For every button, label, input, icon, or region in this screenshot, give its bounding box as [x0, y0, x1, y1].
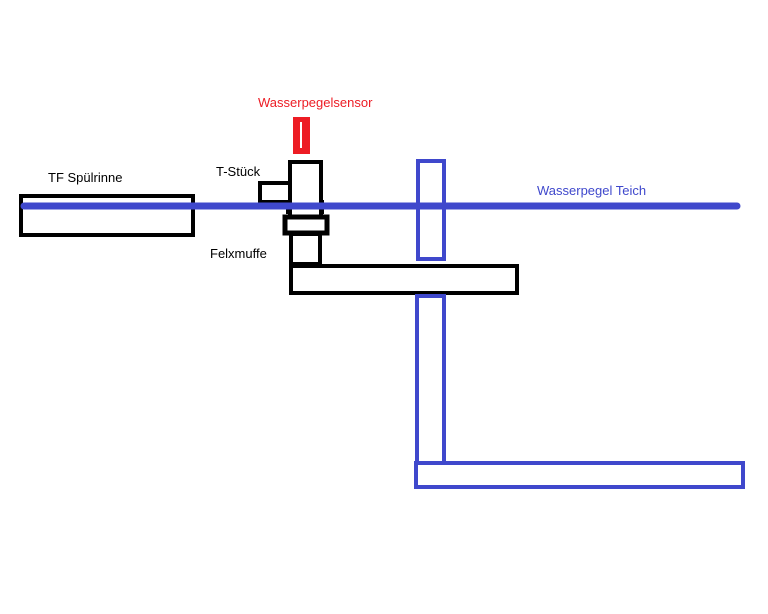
spuelrinne-label: TF Spülrinne: [48, 170, 123, 185]
horizontal-pipe: [289, 264, 519, 295]
lower-connector: [289, 232, 322, 266]
sensor-label: Wasserpegelsensor: [258, 95, 373, 110]
t-piece-branch: [258, 181, 292, 204]
pond-upper-post: [416, 159, 446, 261]
flex-coupling-label: Felxmuffe: [210, 246, 267, 261]
flex-coupling: [282, 214, 330, 236]
spuelrinne-box: [19, 194, 195, 237]
pond-water-level-label: Wasserpegel Teich: [537, 183, 647, 198]
pond-bottom: [414, 461, 745, 489]
t-piece-label: T-Stück: [216, 164, 261, 179]
pond-vertical-wall: [415, 294, 446, 465]
